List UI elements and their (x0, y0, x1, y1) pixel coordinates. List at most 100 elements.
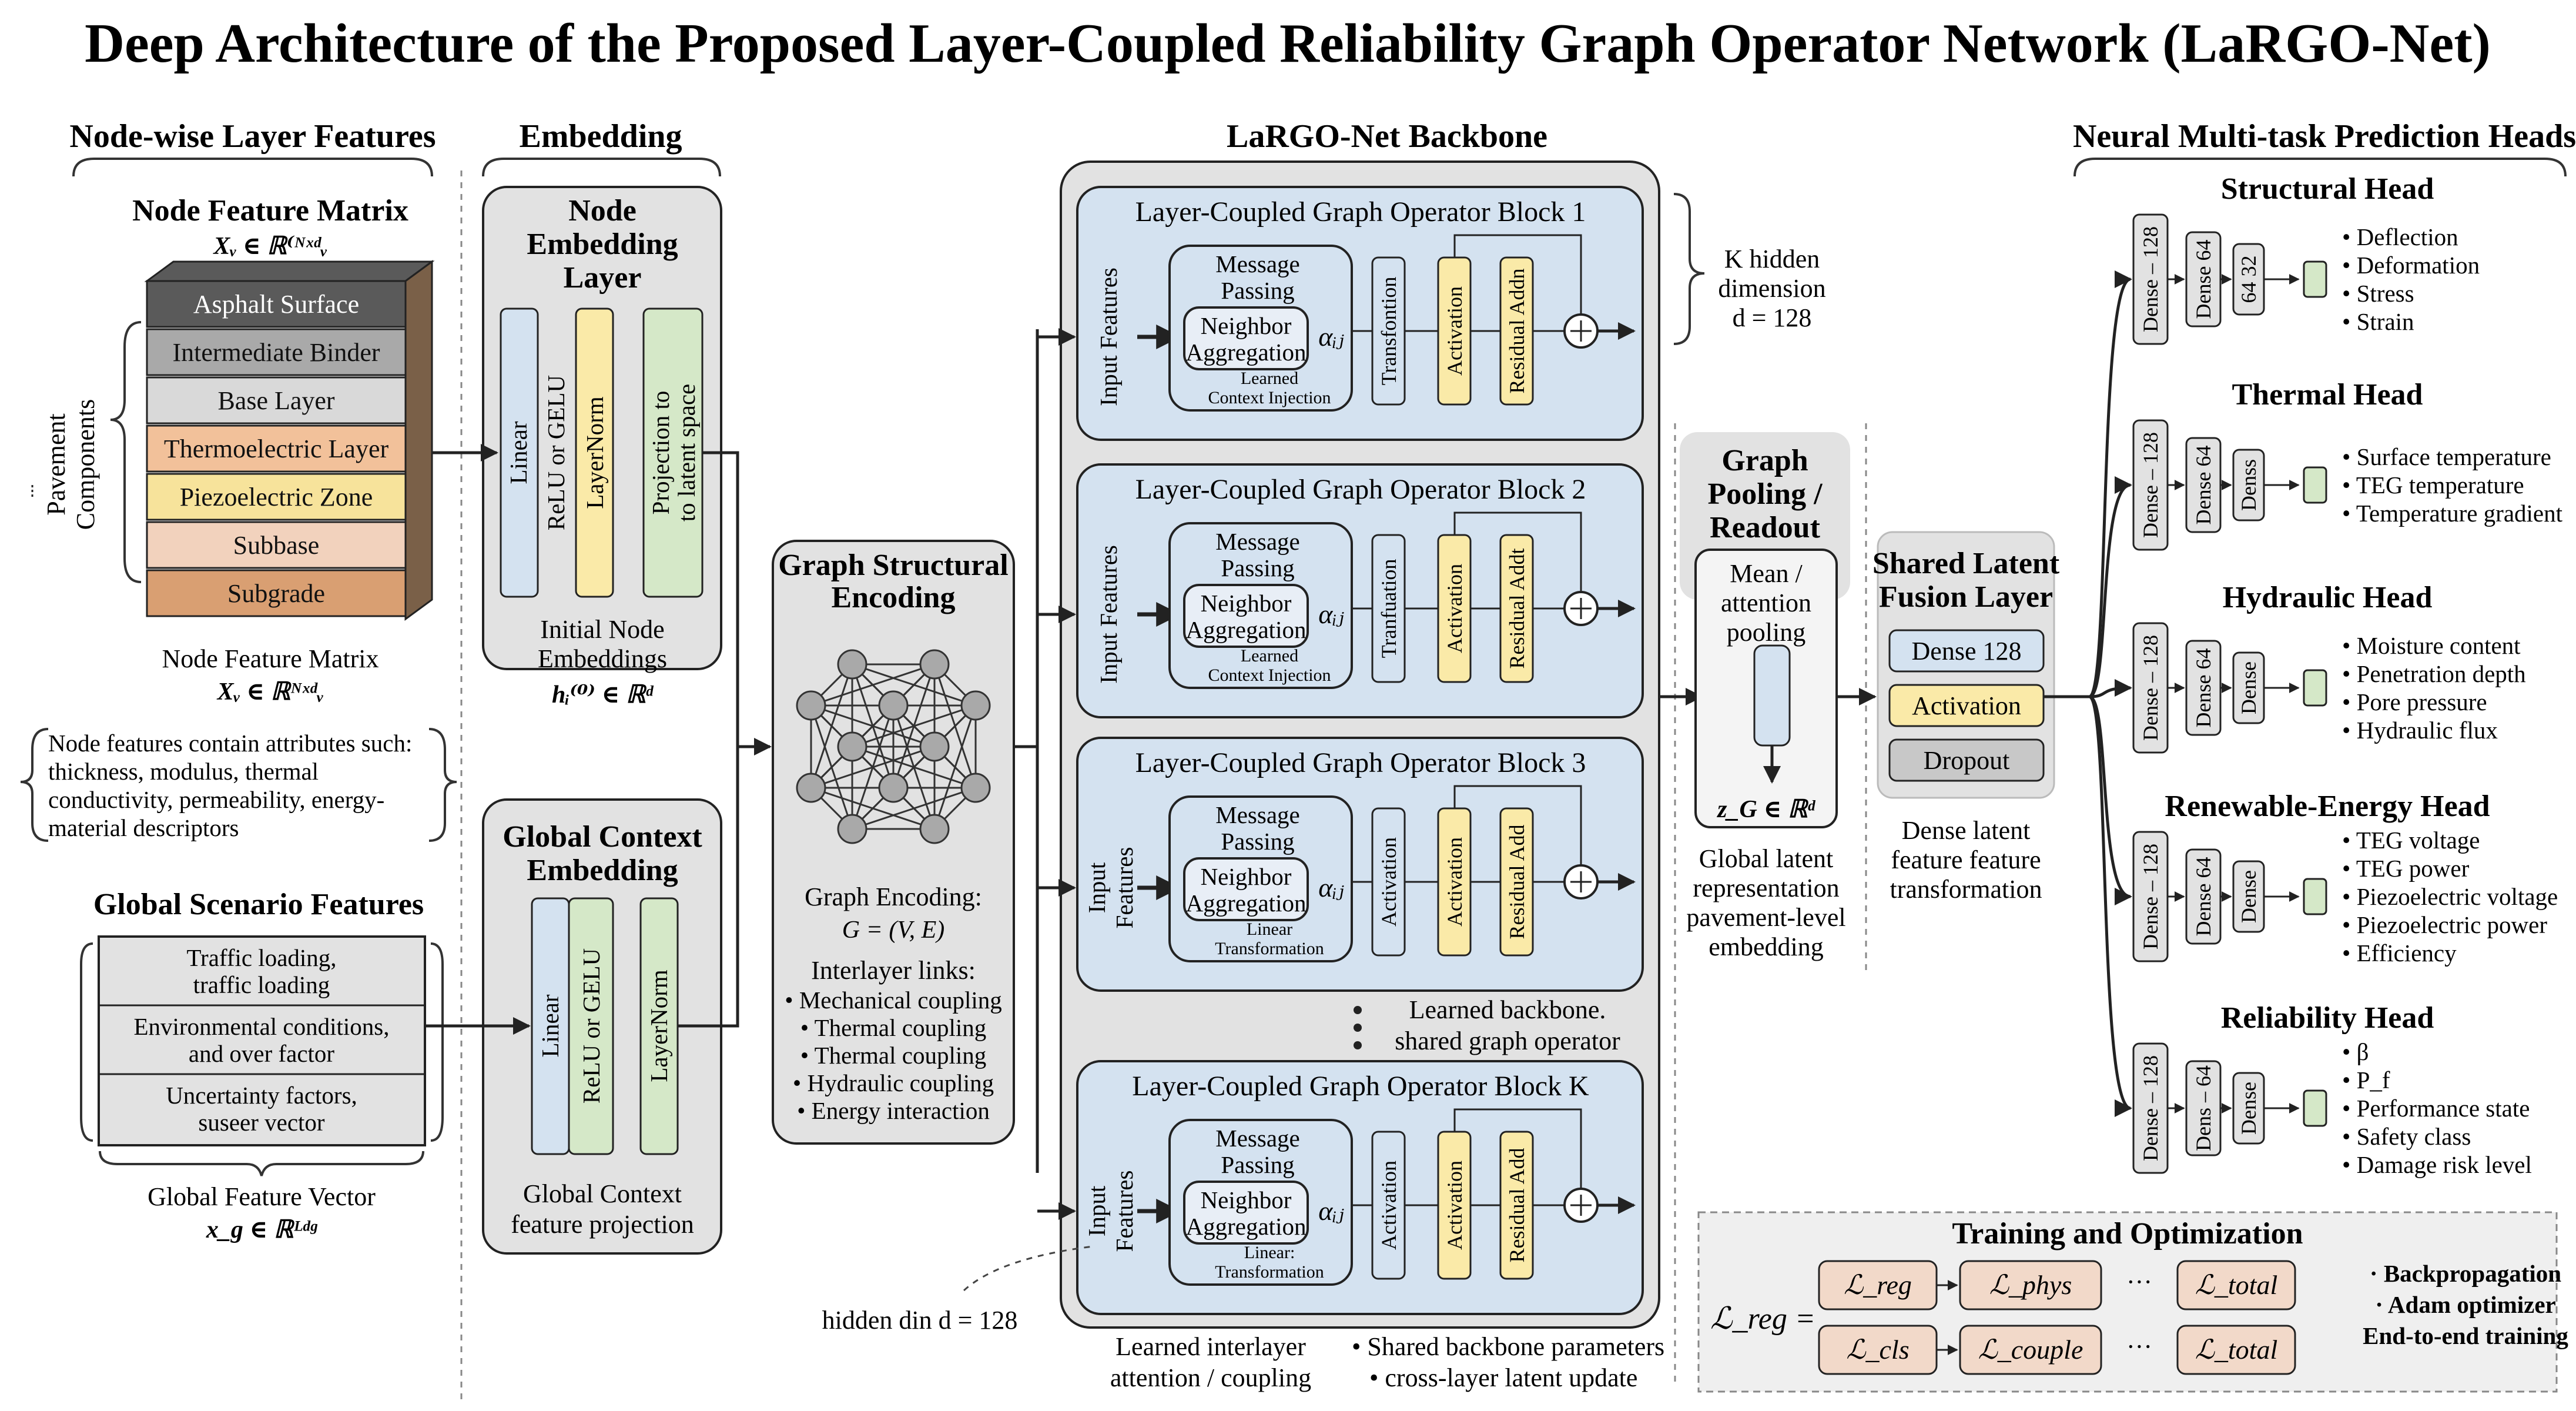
section-embedding: Embedding (520, 118, 682, 155)
training-note-1: · Backpropagation (2370, 1260, 2561, 1287)
stack-side-face (404, 260, 433, 621)
hidden-din-leader (963, 1245, 1094, 1292)
initial-embeddings-caption-1: Initial Node (540, 615, 664, 644)
layer-thermoelectric-layer (146, 424, 407, 473)
block-bar-2-label: Activation (1443, 286, 1466, 376)
operator-block-1: Layer-Coupled Graph Operator Block 1Inpu… (1037, 186, 1644, 441)
block-input-label: Features (1111, 847, 1138, 929)
pool-title-3: Readout (1710, 511, 1820, 544)
gse-link-item: • Hydraulic coupling (793, 1069, 994, 1096)
graph-node (796, 690, 826, 721)
global-row-line-a: Traffic loading, (186, 944, 336, 971)
gse-link-item: • Energy interaction (797, 1097, 990, 1124)
head-dense-label: Dense (2237, 1082, 2260, 1135)
block-bar-2-label: Activation (1443, 1161, 1466, 1250)
head-output-item: • Efficiency (2342, 939, 2457, 967)
pool-vector (1753, 644, 1791, 747)
fusion-title-1: Shared Latent (1872, 547, 2060, 580)
head-title: Thermal Head (2232, 378, 2423, 412)
head-output-item: • Hydraulic flux (2342, 717, 2498, 744)
loss-label: ℒ_total (2195, 1335, 2277, 1365)
gse-link-item: • Thermal coupling (800, 1014, 986, 1041)
head-dense-label: Dense – 128 (2139, 635, 2162, 741)
fan-arrow (2088, 695, 2132, 1117)
gse-encoding-math: G = (V, E) (842, 917, 945, 944)
sum-plus (1570, 320, 1592, 342)
head-title: Hydraulic Head (2223, 581, 2433, 614)
section-node-features: Node-wise Layer Features (69, 118, 436, 155)
hidden-dim-note-1: K hidden (1724, 245, 1820, 273)
global-brace-bottom (99, 1151, 424, 1176)
block-sub-label: Learned (1241, 369, 1298, 388)
loss-label: ℒ_reg (1844, 1270, 1912, 1300)
loss-box (2176, 1325, 2296, 1375)
fusion-dense-label: Dense 128 (1912, 637, 2022, 666)
block-title: Layer-Coupled Graph Operator Block K (1132, 1071, 1589, 1102)
fusion-activation-label: Activation (1912, 691, 2021, 720)
global-relu-bar (568, 897, 614, 1155)
diagram-title: Deep Architecture of the Proposed Layer-… (85, 13, 2491, 74)
loss-label: ℒ_cls (1846, 1335, 1909, 1365)
head-output-item: • Performance state (2342, 1095, 2530, 1122)
graph-node (878, 773, 909, 803)
global-embedding-title-2: Embedding (527, 854, 678, 887)
loss-box (2176, 1260, 2296, 1310)
head-dense-label: Dense – 128 (2139, 226, 2162, 332)
training-note-3: End-to-end training (2363, 1322, 2568, 1349)
message-passing-label: Message (1215, 528, 1299, 555)
head-output-node (2303, 878, 2327, 915)
gse-link-item: • Mechanical coupling (785, 987, 1002, 1014)
backbone-bottom-left-2: attention / coupling (1110, 1363, 1311, 1392)
node-linear-bar (500, 307, 539, 598)
head-dense-label: Dense (2237, 870, 2260, 923)
global-embedding-title-1: Global Context (503, 820, 702, 854)
pool-caption-3: pavement-level (1686, 903, 1845, 932)
graph-edge (892, 664, 936, 788)
head-title: Renewable-Energy Head (2165, 790, 2490, 823)
message-passing-label: Passing (1221, 828, 1294, 855)
training-title: Training and Optimization (1952, 1217, 2303, 1250)
head-dense-label: Dense 64 (2192, 446, 2215, 525)
pool-inner-3: pooling (1727, 618, 1805, 647)
head-output-node (2303, 260, 2327, 298)
neighbor-aggregation-box (1183, 1181, 1309, 1245)
head-dense-label: Dens – 64 (2192, 1065, 2215, 1151)
backbone-bottom-right-2: • cross-layer latent update (1369, 1363, 1637, 1392)
ellipsis-dot-3 (1354, 1041, 1362, 1049)
node-matrix-math: Xᵥ ∈ ℝ⁽ᴺˣᵈᵥ (212, 233, 327, 260)
block-bar-3-label: Residual Add (1505, 825, 1529, 939)
layer-label: Subbase (233, 531, 320, 560)
attention-alpha: αᵢⱼ (1318, 322, 1344, 352)
pool-title-2: Pooling / (1707, 477, 1823, 511)
node-linear-label: Linear (505, 421, 532, 484)
node-embedding-title-3: Layer (564, 261, 642, 295)
loss-box (1959, 1325, 2102, 1375)
fan-arrow (2088, 270, 2132, 698)
block-bar-1-label: Activation (1377, 837, 1401, 927)
embedding-bracket (482, 158, 721, 177)
hidden-dim-brace (1673, 193, 1705, 345)
head-output-item: • Temperature gradient (2342, 500, 2563, 527)
operator-block-2: Layer-Coupled Graph Operator Block 2Inpu… (1037, 463, 1644, 718)
pool-caption-4: embedding (1709, 932, 1824, 961)
node-relu-bar (575, 307, 614, 598)
block-bar-3-label: Residual Addt (1505, 549, 1529, 669)
node-projection-label-1: Projection to (647, 391, 674, 515)
graph-node (960, 773, 991, 803)
graph-node (919, 814, 950, 844)
loss-label: ℒ_phys (1989, 1270, 2072, 1300)
block-bar-3-label: Residual Add (1505, 1148, 1529, 1263)
sum-plus (1570, 598, 1592, 619)
node-embedding-title-1: Node (568, 194, 637, 228)
head-output-item: • P_f (2342, 1066, 2390, 1094)
block-title: Layer-Coupled Graph Operator Block 3 (1135, 747, 1586, 778)
head-dense-label: Dense – 128 (2139, 1055, 2162, 1161)
fusion-dropout-label: Dropout (1924, 746, 2010, 775)
neighbor-aggregation-label: Aggregation (1186, 616, 1307, 643)
arrow-embeddings-to-gse (678, 738, 772, 1028)
global-vector-math: x_g ∈ ℝᴸᵈᵍ (206, 1216, 318, 1243)
